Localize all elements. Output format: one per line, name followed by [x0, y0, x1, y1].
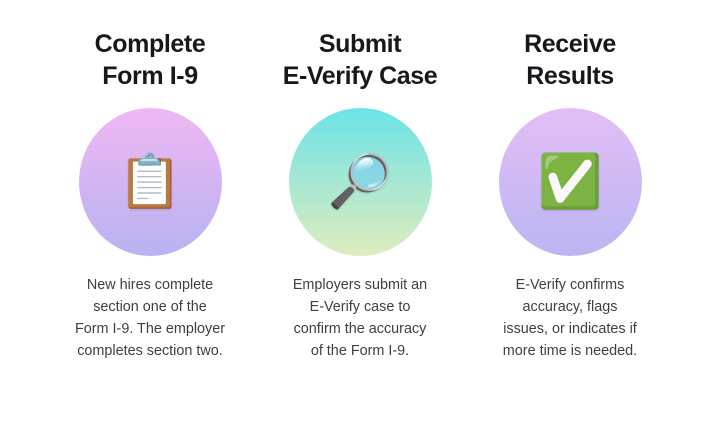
step-complete-form-i9: Complete Form I-9 📋 New hires complete s… — [45, 28, 255, 363]
step-title: Submit E-Verify Case — [282, 30, 438, 90]
step-icon-circle-wrapper: 🔎 — [288, 106, 432, 258]
step-icon-circle-wrapper: 📋 — [78, 106, 222, 258]
step-caption: New hires complete section one of the Fo… — [74, 277, 226, 359]
step-title: Receive Results — [524, 30, 616, 90]
green-check-mark-icon: ✅ — [537, 153, 603, 211]
gradient-circle: 🔎 — [288, 108, 432, 256]
step-submit-everify-case: Submit E-Verify Case 🔎 Employers submit … — [255, 28, 465, 363]
step-title: Complete Form I-9 — [94, 30, 206, 90]
gradient-circle: 📋 — [78, 108, 222, 256]
step-caption: E-Verify confirms accuracy, flags issues… — [502, 277, 638, 359]
gradient-circle: ✅ — [498, 108, 642, 256]
step-caption: Employers submit an E-Verify case to con… — [292, 277, 428, 359]
step-receive-results: Receive Results ✅ E-Verify confirms accu… — [465, 28, 675, 363]
step-icon-circle-wrapper: ✅ — [498, 106, 642, 258]
magnifying-glass-icon: 🔎 — [327, 153, 393, 211]
clipboard-icon: 📋 — [117, 153, 183, 211]
